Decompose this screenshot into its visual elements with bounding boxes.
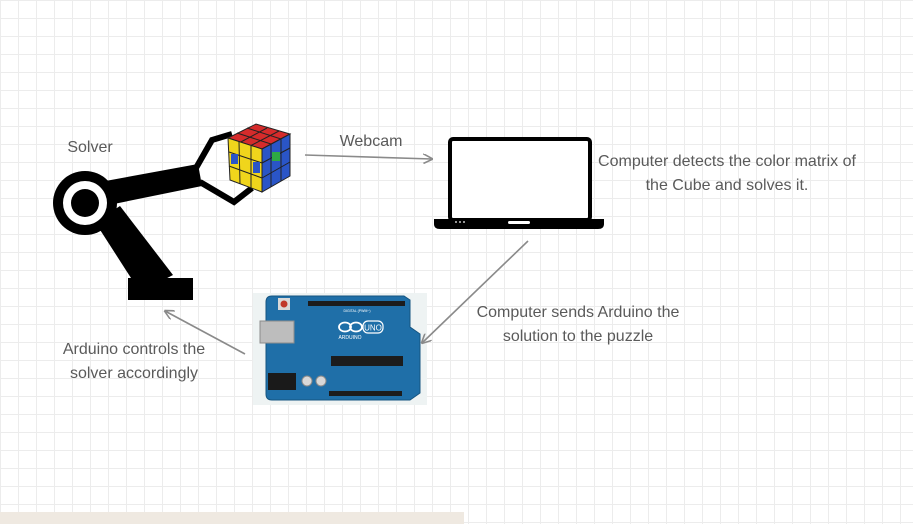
arrow-arduino-to-solver <box>165 311 246 355</box>
board-model-text: UNO <box>364 324 382 333</box>
arduino-controls-label: Arduino controls the solver accordingly <box>62 341 206 382</box>
laptop-icon <box>434 137 604 229</box>
robot-arm-icon <box>53 131 254 300</box>
board-header-text: DIGITAL (PWM~) <box>343 309 370 313</box>
board-brand-text: ARDUINO <box>338 335 361 341</box>
computer-sends-label: Computer sends Arduino the solution to t… <box>476 304 680 345</box>
arrow-webcam-to-computer <box>304 155 432 159</box>
computer-detects-label: Computer detects the color matrix of the… <box>598 153 856 194</box>
webcam-label: Webcam <box>339 133 403 150</box>
solver-label: Solver <box>67 139 113 156</box>
rubiks-cube-icon <box>226 123 292 193</box>
bottom-band <box>0 512 464 524</box>
arrow-computer-to-arduino <box>422 240 529 343</box>
arduino-board-image: UNO ARDUINO DIGITAL (PWM~) <box>253 293 427 405</box>
